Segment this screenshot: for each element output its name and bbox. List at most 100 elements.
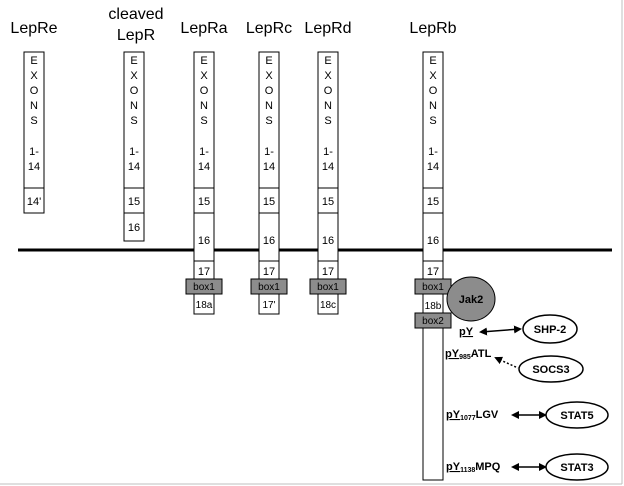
header-cleaved-line1: cleaved (108, 6, 163, 23)
py985-socs3-arrow (494, 356, 519, 369)
box2-motif (414, 312, 452, 329)
exon-18a-box (193, 293, 215, 315)
exons-letter: E (429, 55, 436, 67)
exon-15-label: 15 (322, 196, 334, 208)
exon-18a-label: 18a (196, 300, 213, 311)
exons-range: 14 (427, 161, 439, 173)
py1138-suffix: MPQ (475, 461, 501, 473)
exon-16-label: 16 (198, 235, 210, 247)
exon-18c-box (317, 293, 339, 315)
exons-letter: X (200, 70, 208, 82)
exons-letter: X (429, 70, 437, 82)
exon-17-prime-label: 17' (262, 300, 275, 311)
exons-letter: S (200, 115, 207, 127)
exon-16-label: 16 (322, 235, 334, 247)
stat5-label: STAT5 (560, 410, 593, 422)
header-lepra: LepRa (180, 20, 227, 37)
exon-17-prime-box (258, 293, 280, 315)
py985-site: pY985ATL (445, 348, 492, 361)
isoform-leprb: E X O N S 1- 14 15 16 17 18b box1 box2 J… (414, 51, 609, 481)
exon-16-label: 16 (128, 222, 140, 234)
jak2-kinase (446, 276, 496, 322)
exons-letter: E (200, 55, 207, 67)
exons-letter: X (324, 70, 332, 82)
py1138-subscript: 1138 (460, 467, 475, 474)
isoform-leprd: E X O N S 1- 14 15 16 17 box1 18c (309, 51, 347, 315)
box2-label: box2 (422, 316, 444, 327)
exon-15-label: 15 (263, 196, 275, 208)
socs3-partner (518, 355, 584, 383)
exons-range: 1- (199, 146, 209, 158)
py1077-suffix: LGV (476, 409, 499, 421)
isoform-leprc: E X O N S 1- 14 15 16 17 box1 17' (250, 51, 288, 315)
exons-letter: N (265, 100, 273, 112)
box1-label: box1 (317, 282, 339, 293)
py985-subscript: 985 (459, 354, 471, 361)
exon-16-label: 16 (427, 235, 439, 247)
exons-letter: S (265, 115, 272, 127)
header-lepre: LepRe (10, 20, 57, 37)
exon-15-label: 15 (427, 196, 439, 208)
exons-range: 1- (264, 146, 274, 158)
exons-letter: O (30, 85, 39, 97)
exon-17-label: 17 (427, 266, 439, 278)
isoform-lepra: E X O N S 1- 14 15 16 17 box1 18a (185, 51, 223, 315)
shp2-label: SHP-2 (534, 324, 566, 336)
exons-letter: O (130, 85, 139, 97)
socs3-label: SOCS3 (532, 364, 569, 376)
exon-15-label: 15 (128, 196, 140, 208)
stat3-partner (545, 453, 609, 481)
stat5-partner (545, 401, 609, 429)
exons-letter: S (130, 115, 137, 127)
jak2-label: Jak2 (459, 294, 483, 306)
exon-17-label: 17 (322, 266, 334, 278)
exon-14-prime-box (23, 187, 45, 214)
shp2-partner (522, 314, 578, 344)
exons-letter: N (30, 100, 38, 112)
exons-range: 14 (322, 161, 334, 173)
py985-prefix: pY (445, 348, 460, 360)
exons-range: 1- (29, 146, 39, 158)
exons-letter: O (429, 85, 438, 97)
exons-letter: E (30, 55, 37, 67)
exons-letter: N (429, 100, 437, 112)
exons-range: 1- (428, 146, 438, 158)
box1-label: box1 (258, 282, 280, 293)
box1-label: box1 (422, 282, 444, 293)
header-cleaved-line2: LepR (117, 27, 155, 44)
exons-letter: E (265, 55, 272, 67)
exons-letter: X (265, 70, 273, 82)
exon-17-label: 17 (198, 266, 210, 278)
exons-range: 1- (323, 146, 333, 158)
exons-range: 14 (128, 161, 140, 173)
exons-letter: O (265, 85, 274, 97)
exons-letter: N (324, 100, 332, 112)
exons-letter: X (30, 70, 38, 82)
header-leprc: LepRc (246, 20, 292, 37)
py-shp2-arrow (479, 325, 522, 336)
exon-17-label: 17 (263, 266, 275, 278)
exons-range: 14 (198, 161, 210, 173)
box1-label: box1 (193, 282, 215, 293)
exon-14-prime-label: 14' (27, 196, 41, 208)
isoform-lepre: E X O N S 1- 14 14' (23, 51, 45, 214)
exon-18c-label: 18c (320, 300, 336, 311)
exons-range: 14 (28, 161, 40, 173)
exons-range: 14 (263, 161, 275, 173)
exon-16-label: 16 (263, 235, 275, 247)
header-leprb: LepRb (409, 20, 456, 37)
py1077-subscript: 1077 (460, 415, 476, 422)
py1077-site: pY1077LGV (446, 409, 499, 422)
exons-letter: X (130, 70, 138, 82)
exons-letter: S (30, 115, 37, 127)
exon-15-label: 15 (198, 196, 210, 208)
exons-letter: E (324, 55, 331, 67)
py-site: pY (459, 326, 474, 338)
exon-18b-label: 18b (425, 301, 442, 312)
exons-range: 1- (129, 146, 139, 158)
exons-letter: N (200, 100, 208, 112)
isoform-cleaved-lepr: E X O N S 1- 14 15 16 (123, 51, 145, 242)
exons-letter: S (324, 115, 331, 127)
